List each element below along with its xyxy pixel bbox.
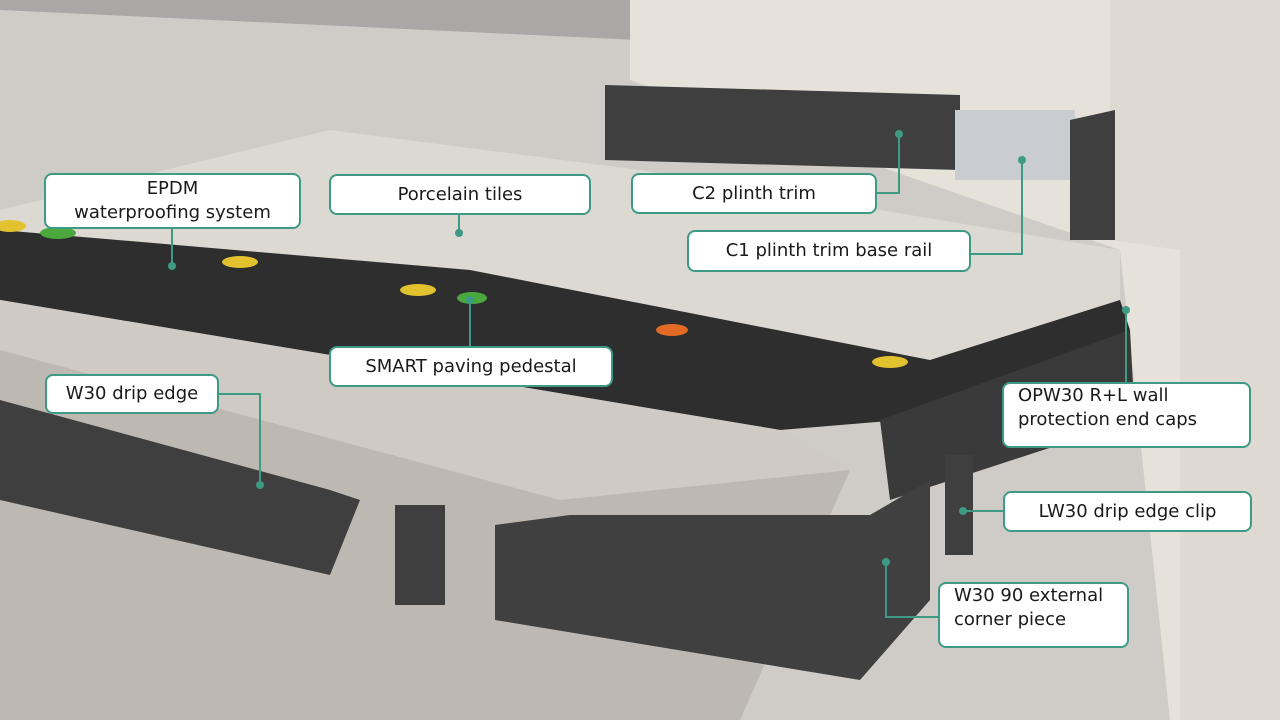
w30-drip-edge-shape	[0, 400, 360, 575]
label-w30-90-line2: corner piece	[954, 609, 1067, 630]
leader-dots	[168, 130, 1130, 566]
wall-pillar	[1110, 0, 1280, 720]
label-w30-drip-edge: W30 drip edge	[45, 374, 219, 414]
label-c2-plinth-trim: C2 plinth trim	[631, 173, 877, 214]
label-lw30-clip: LW30 drip edge clip	[1003, 491, 1252, 532]
c2-plinth-trim-shape	[605, 85, 960, 170]
pedestal	[0, 220, 26, 232]
plinth-upstand	[1070, 110, 1115, 240]
label-w30-90-corner: W30 90 external corner piece	[938, 582, 1129, 648]
label-opw30-line2: protection end caps	[1018, 409, 1198, 430]
label-w30-90-line1: W30 90 external	[954, 585, 1104, 606]
lw30-clip-shape	[945, 455, 973, 555]
pedestal	[872, 356, 908, 368]
epdm-membrane	[0, 230, 1130, 430]
label-epdm-line1: EPDM	[146, 178, 199, 199]
label-opw30-line1: OPW30 R+L wall	[1018, 385, 1169, 406]
leader-lines	[171, 134, 1127, 618]
label-smart-pedestal: SMART paving pedestal	[329, 346, 613, 387]
c1-base-rail-shape	[955, 110, 1075, 180]
drip-clip-shape	[395, 505, 445, 605]
pedestal	[40, 227, 76, 239]
pedestal	[400, 284, 436, 296]
label-c1-base-rail: C1 plinth trim base rail	[687, 230, 971, 272]
corner-piece-shape	[495, 480, 930, 680]
label-porcelain-tiles: Porcelain tiles	[329, 174, 591, 215]
pedestal	[222, 256, 258, 268]
pedestal	[656, 324, 688, 336]
background-wall	[0, 0, 640, 40]
label-epdm-line2: waterproofing system	[74, 202, 271, 223]
slab-top	[0, 300, 850, 500]
label-epdm: EPDM waterproofing system	[44, 173, 301, 229]
label-opw30-end-caps: OPW30 R+L wall protection end caps	[1002, 382, 1251, 448]
